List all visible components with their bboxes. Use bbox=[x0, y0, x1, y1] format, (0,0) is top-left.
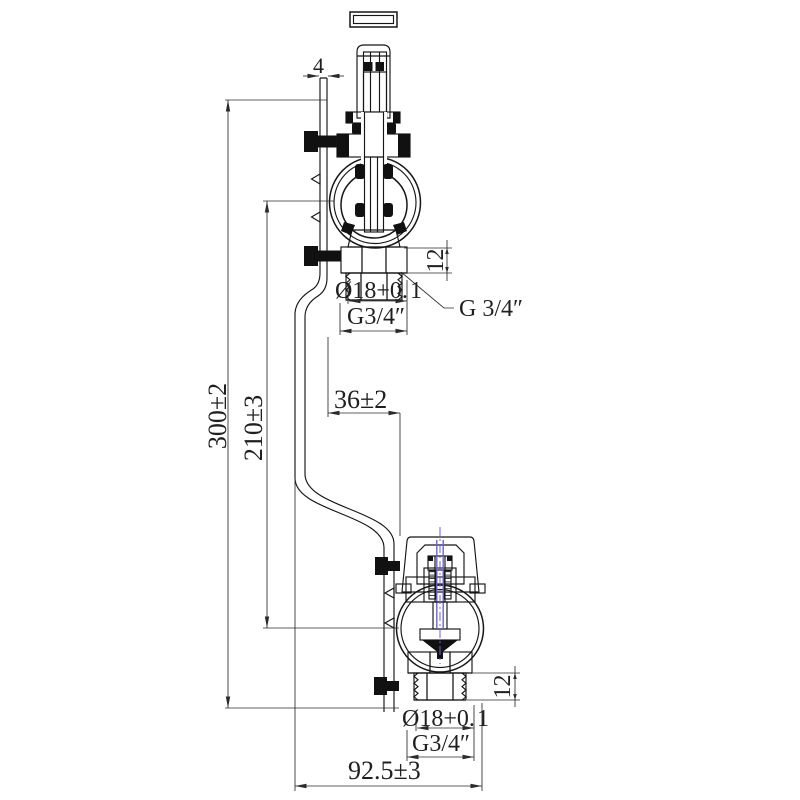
screw-icon bbox=[304, 246, 318, 266]
plate-tab-icon bbox=[383, 587, 395, 599]
dim-lower-neck: 12 bbox=[490, 675, 516, 699]
dim-offset: 36±2 bbox=[334, 385, 387, 414]
spring-icon bbox=[429, 571, 436, 599]
upper-valve-section bbox=[328, 44, 422, 301]
plate-tab-icon bbox=[310, 172, 321, 186]
bracket-strip bbox=[294, 272, 395, 712]
upper-screws bbox=[304, 131, 343, 266]
seal-icon bbox=[355, 203, 365, 217]
leader-line bbox=[400, 271, 454, 309]
plate-tab-icon bbox=[310, 210, 321, 224]
screw-icon bbox=[304, 131, 318, 152]
handle-top-view-symbol bbox=[349, 11, 398, 28]
dim-lower-thread: G3/4″ bbox=[412, 731, 470, 757]
lower-mounting-plate bbox=[374, 557, 400, 695]
dim-overall-width: 92.5±3 bbox=[348, 756, 421, 785]
dim-lower-bore: Ø18+0. bbox=[402, 706, 475, 732]
dim-upper-bore-tol: 1 bbox=[410, 278, 422, 304]
plate-tab-icon bbox=[383, 617, 395, 629]
thread-callout: G 3/4″ bbox=[459, 296, 523, 322]
dim-upper-neck: 12 bbox=[423, 249, 449, 273]
thread-serration bbox=[397, 272, 403, 301]
seal-icon bbox=[383, 203, 393, 217]
dimension-annotations: 4 300±2 210±3 36±2 12 Ø18+0. 1 G3/4″ G 3… bbox=[203, 53, 523, 791]
thread-serration bbox=[461, 672, 467, 701]
thread-serration bbox=[345, 272, 351, 301]
dim-overall-height: 300±2 bbox=[203, 383, 232, 449]
screw-icon bbox=[374, 677, 387, 695]
lower-valve-section bbox=[395, 527, 486, 701]
screw-icon bbox=[375, 557, 388, 575]
dim-axis-height: 210±3 bbox=[239, 395, 268, 461]
dim-upper-bore: Ø18+0. bbox=[335, 278, 408, 304]
upper-mounting-plate bbox=[310, 77, 328, 278]
thread-serration bbox=[413, 672, 419, 701]
dim-plate-thickness: 4 bbox=[313, 53, 324, 78]
seal-icon bbox=[383, 164, 393, 179]
dim-lower-bore-tol: 1 bbox=[477, 706, 489, 732]
spring-icon bbox=[444, 571, 451, 599]
seal-icon bbox=[355, 164, 365, 179]
dim-upper-thread: G3/4″ bbox=[347, 304, 405, 330]
